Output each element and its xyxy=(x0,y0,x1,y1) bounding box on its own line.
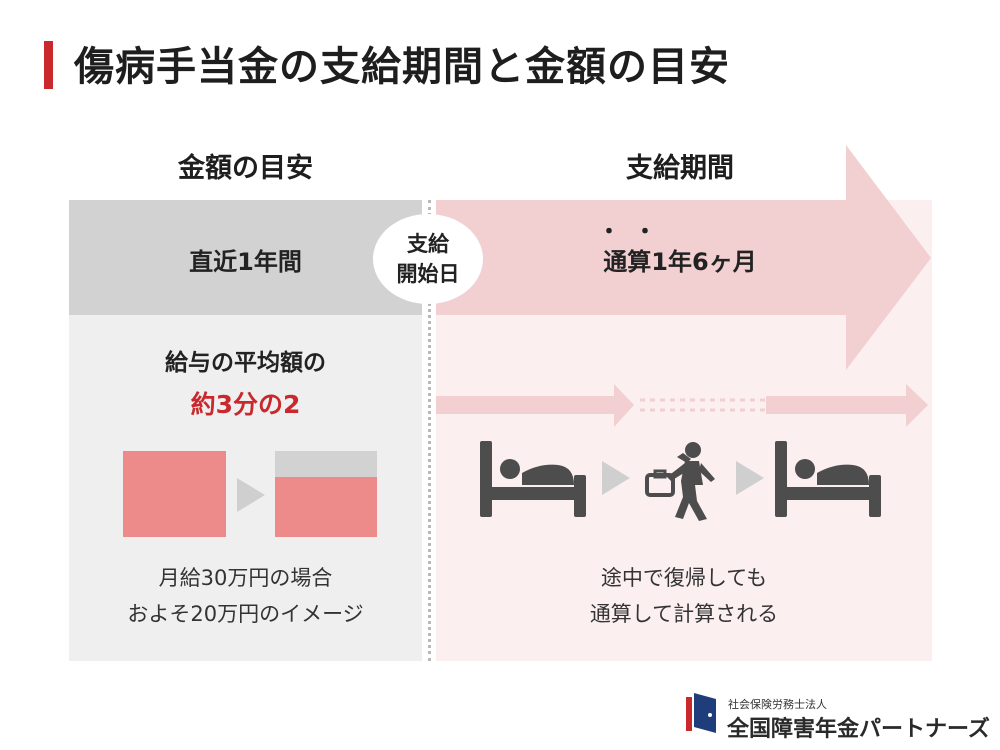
emphasis-dots: ・・ xyxy=(598,220,671,245)
right-note-line2: 通算して計算される xyxy=(589,602,779,626)
right-heading: 支給期間 xyxy=(626,153,734,184)
period-arrows xyxy=(436,145,931,427)
start-date-circle: 支給 開始日 xyxy=(373,214,483,304)
average-ratio: 約3分の2 xyxy=(190,390,301,419)
page-title: 傷病手当金の支給期間と金額の目安 xyxy=(74,44,730,90)
title-accent-bar xyxy=(44,41,53,89)
salary-full-box xyxy=(123,451,226,537)
right-band-label: 通算1年6ヶ月 xyxy=(603,248,757,276)
left-heading: 金額の目安 xyxy=(178,153,313,184)
small-arrow-last xyxy=(766,384,928,427)
left-band xyxy=(69,200,422,315)
left-note-line2: およそ20万円のイメージ xyxy=(127,602,364,626)
start-divider xyxy=(428,200,431,661)
average-label: 給与の平均額の xyxy=(165,350,326,376)
small-arrow-first xyxy=(436,384,634,427)
circle-line1: 支給 xyxy=(407,232,449,256)
door-logo-icon xyxy=(686,693,716,733)
triangle-arrow-right-1 xyxy=(602,461,630,495)
bed-icon xyxy=(480,441,586,517)
triangle-arrow-right-2 xyxy=(736,461,764,495)
salary-reduced-fill xyxy=(275,477,377,537)
logo-name: 全国障害年金パートナーズ xyxy=(727,717,990,742)
left-note-line1: 月給30万円の場合 xyxy=(158,566,333,590)
right-note-line1: 途中で復帰しても xyxy=(600,566,768,590)
triangle-arrow-left xyxy=(237,478,265,512)
walking-businessman-icon xyxy=(645,442,715,521)
period-big-arrow xyxy=(436,145,931,370)
left-band-label: 直近1年間 xyxy=(189,248,302,276)
logo-subtitle: 社会保険労務士法人 xyxy=(728,698,827,711)
circle-line2: 開始日 xyxy=(396,262,460,286)
bed-icon-return xyxy=(775,441,881,517)
